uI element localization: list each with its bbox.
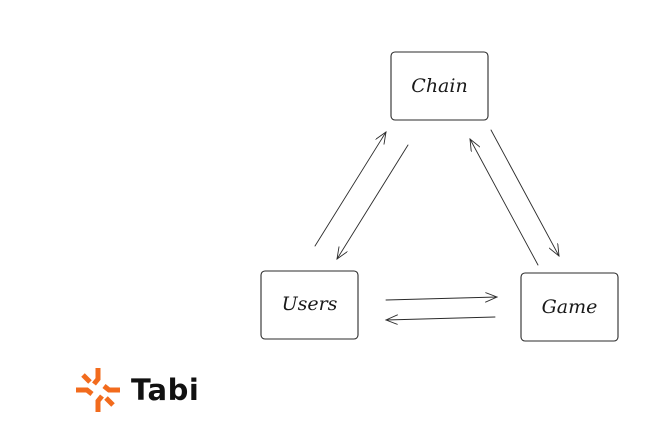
node-game-label: Game [542, 296, 598, 318]
node-chain: Chain [390, 51, 489, 121]
node-game-box [520, 272, 619, 342]
node-game: Game [520, 272, 619, 342]
arrow-game-to-chain [470, 139, 539, 266]
arrow-game-to-users [386, 317, 496, 320]
tabi-logo: Tabi [73, 365, 199, 415]
node-chain-box [390, 51, 489, 121]
node-chain-label: Chain [411, 75, 467, 97]
tabi-logo-icon [76, 368, 120, 412]
node-users-label: Users [282, 293, 338, 315]
arrow-chain-to-users [337, 144, 409, 259]
brand-name: Tabi [131, 372, 200, 407]
node-users-box [260, 270, 359, 340]
arrow-users-to-game [385, 297, 497, 300]
arrow-users-to-chain [314, 132, 386, 247]
arrow-chain-to-game [490, 129, 559, 256]
node-users: Users [260, 270, 359, 340]
